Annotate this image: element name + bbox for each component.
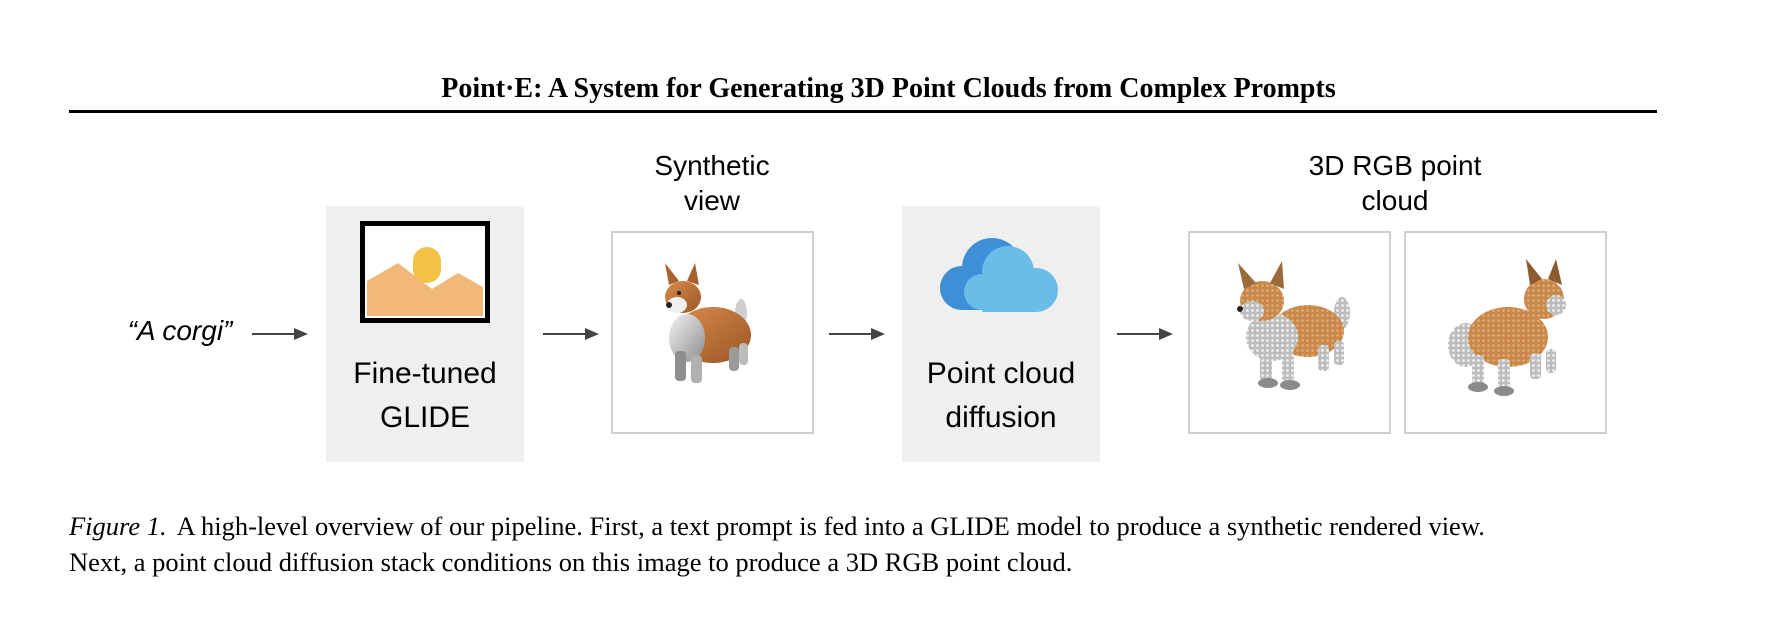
arrow-icon: [252, 327, 308, 341]
corgi-render: [665, 263, 751, 383]
stage-glide: Fine-tuned GLIDE: [326, 206, 524, 462]
caption-line2: view: [683, 185, 740, 216]
caption-line-1: Figure 1. A high-level overview of our pi…: [69, 508, 1669, 544]
stage-point-cloud-diffusion: Point cloud diffusion: [902, 206, 1100, 462]
caption-line-2: Next, a point cloud diffusion stack cond…: [69, 547, 1073, 577]
stage-label-line1: Fine-tuned: [353, 357, 497, 390]
caption-text-1: A high-level overview of our pipeline. F…: [176, 511, 1485, 541]
image-icon: [360, 221, 490, 323]
figure-label: Figure 1.: [69, 511, 167, 541]
point-cloud-caption: 3D RGB point cloud: [1250, 148, 1540, 218]
cloud-icon: [940, 230, 1062, 318]
stage-label-line2: GLIDE: [379, 401, 471, 434]
header-rule: [69, 110, 1657, 113]
point-cloud-corgi: [1237, 261, 1350, 390]
caption-line1: Synthetic: [654, 150, 770, 181]
point-cloud-corgi: [1448, 259, 1566, 396]
arrow-icon: [829, 327, 885, 341]
synthetic-view-caption: Synthetic view: [612, 148, 812, 218]
running-header: Point·E: A System for Generating 3D Poin…: [441, 73, 1336, 104]
arrow-icon: [1117, 327, 1173, 341]
caption-line1: 3D RGB point: [1308, 150, 1482, 181]
point-cloud-view-front: [1188, 231, 1391, 434]
arrow-icon: [543, 327, 599, 341]
caption-line2: cloud: [1361, 185, 1429, 216]
point-cloud-view-back: [1404, 231, 1607, 434]
figure-caption: Figure 1. A high-level overview of our pi…: [69, 508, 1669, 580]
text-prompt: “A corgi”: [127, 315, 233, 346]
stage-label-line2: diffusion: [945, 401, 1057, 434]
stage-label-line1: Point cloud: [926, 357, 1076, 390]
synthetic-view-image: [611, 231, 814, 434]
